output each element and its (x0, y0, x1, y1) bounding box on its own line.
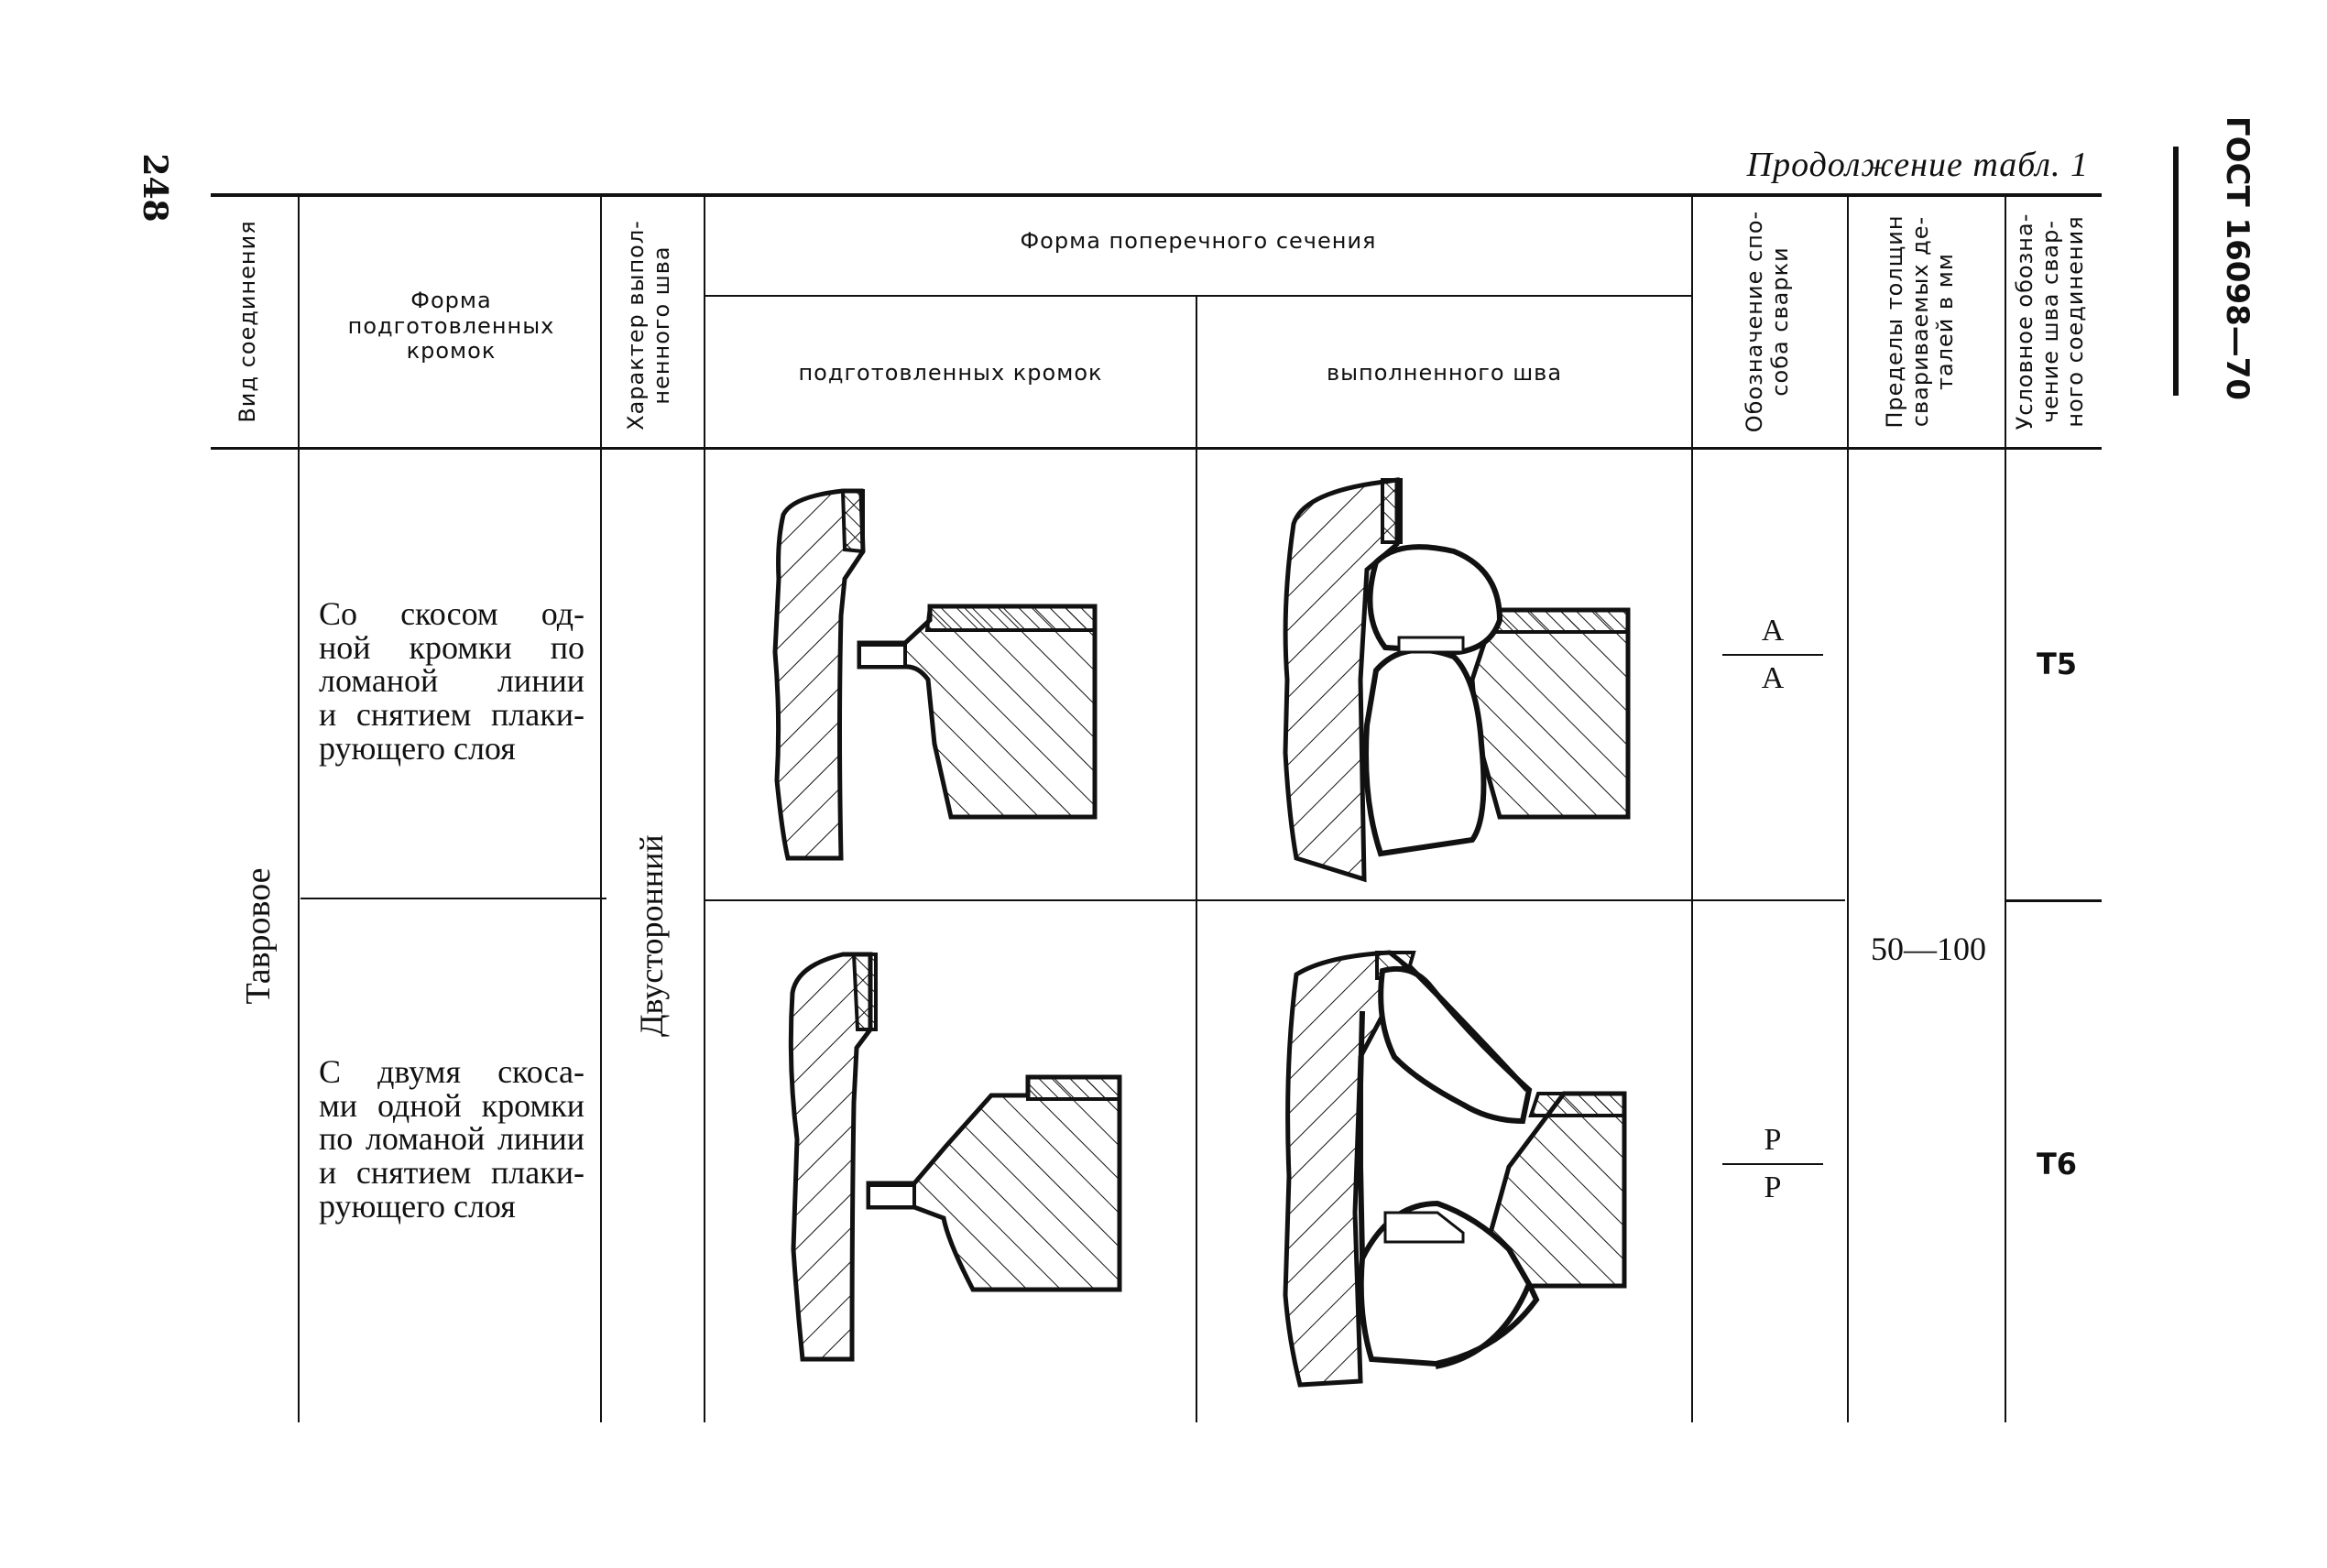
upper-weld-bead (1378, 965, 1533, 1125)
horizontal-cladding (1528, 1092, 1626, 1117)
horizontal-cladding (1488, 608, 1630, 634)
cladding-strip (840, 489, 865, 554)
horizontal-plate (857, 604, 1098, 820)
vertical-plate (788, 952, 873, 1362)
lower-weld-bead (1358, 1200, 1540, 1367)
col-line-2 (600, 195, 602, 1422)
header-welding-method: Обозначение спо- соба сварки (1742, 210, 1793, 433)
horizontal-cladding (924, 604, 1097, 632)
row-divider-b (704, 899, 1691, 901)
completed-weld-drawing-row-2 (1283, 950, 1627, 1388)
vertical-plate (1283, 477, 1400, 883)
page-number: 248 (136, 153, 174, 223)
col-line-1 (298, 195, 300, 1422)
welding-method-row-2: Р Р (1722, 1123, 1823, 1205)
header-cross-section: Форма поперечного сечения (1020, 228, 1377, 254)
outer-contour (1358, 963, 1532, 1369)
col-line-6 (1847, 195, 1849, 1422)
horizontal-plate (866, 1074, 1122, 1292)
fraction-bar (1722, 1163, 1823, 1165)
standard-rule (2173, 147, 2179, 396)
row-divider-c (1691, 899, 1845, 901)
table-top-rule (211, 193, 2102, 197)
row-divider-a (300, 898, 606, 899)
edge-shape-row-1: Со скосом од- ной кромки по ломаной лини… (319, 595, 584, 767)
root-notch (1397, 636, 1465, 654)
completed-weld-drawing-row-1 (1283, 477, 1631, 883)
joint-type-value: Тавровое (239, 867, 278, 1005)
row-divider-d (2006, 899, 2102, 902)
prepared-edges-drawing-row-2 (788, 952, 1122, 1362)
cladding-strip (851, 953, 878, 1031)
header-weld-character: Характер выпол- ненного шва (623, 220, 674, 430)
designation-row-2: Т6 (2036, 1147, 2078, 1181)
cladding-strip (1381, 478, 1403, 544)
welding-method-row-1: А А (1722, 614, 1823, 696)
horizontal-cladding (1026, 1075, 1121, 1101)
tongue-gap (867, 1183, 916, 1209)
root-notch (1383, 1211, 1465, 1244)
lower-weld-bead (1363, 647, 1487, 857)
vertical-plate (1283, 950, 1412, 1388)
prepared-edges-drawing-row-1 (772, 488, 1098, 861)
designation-row-1: Т5 (2036, 647, 2078, 681)
tongue-gap (858, 643, 907, 669)
standard-code: ГОСТ 16098—70 (2219, 115, 2256, 401)
header-prepared-edges: подготовленных кромок (798, 360, 1103, 386)
vertical-plate (772, 488, 866, 861)
col-line-4 (1196, 295, 1197, 1422)
header-designation: Условное обозна- чение шва свар- ного со… (2012, 212, 2089, 430)
thickness-value: 50—100 (1871, 931, 1986, 967)
weld-character-value: Двусторонний (633, 834, 670, 1037)
header-joint-type: Вид соединения (235, 220, 260, 423)
header-thickness: Пределы толщин свариваемых де- талей в м… (1882, 214, 1959, 429)
continuation-caption: Продолжение табл. 1 (1746, 146, 2089, 184)
fraction-bar (1722, 654, 1823, 656)
header-completed-weld: выполненного шва (1326, 360, 1563, 386)
subheader-rule (704, 295, 1691, 297)
edge-shape-row-2: С двумя скоса- ми одной кромки по ломано… (319, 1053, 584, 1225)
header-edge-shape: Форма подготовленных кромок (347, 288, 555, 365)
header-bottom-rule (211, 447, 2102, 450)
col-line-5 (1691, 195, 1693, 1422)
col-line-7 (2005, 195, 2006, 1422)
upper-weld-bead (1367, 544, 1503, 656)
horizontal-plate (1469, 607, 1631, 820)
col-line-3 (704, 195, 705, 1422)
